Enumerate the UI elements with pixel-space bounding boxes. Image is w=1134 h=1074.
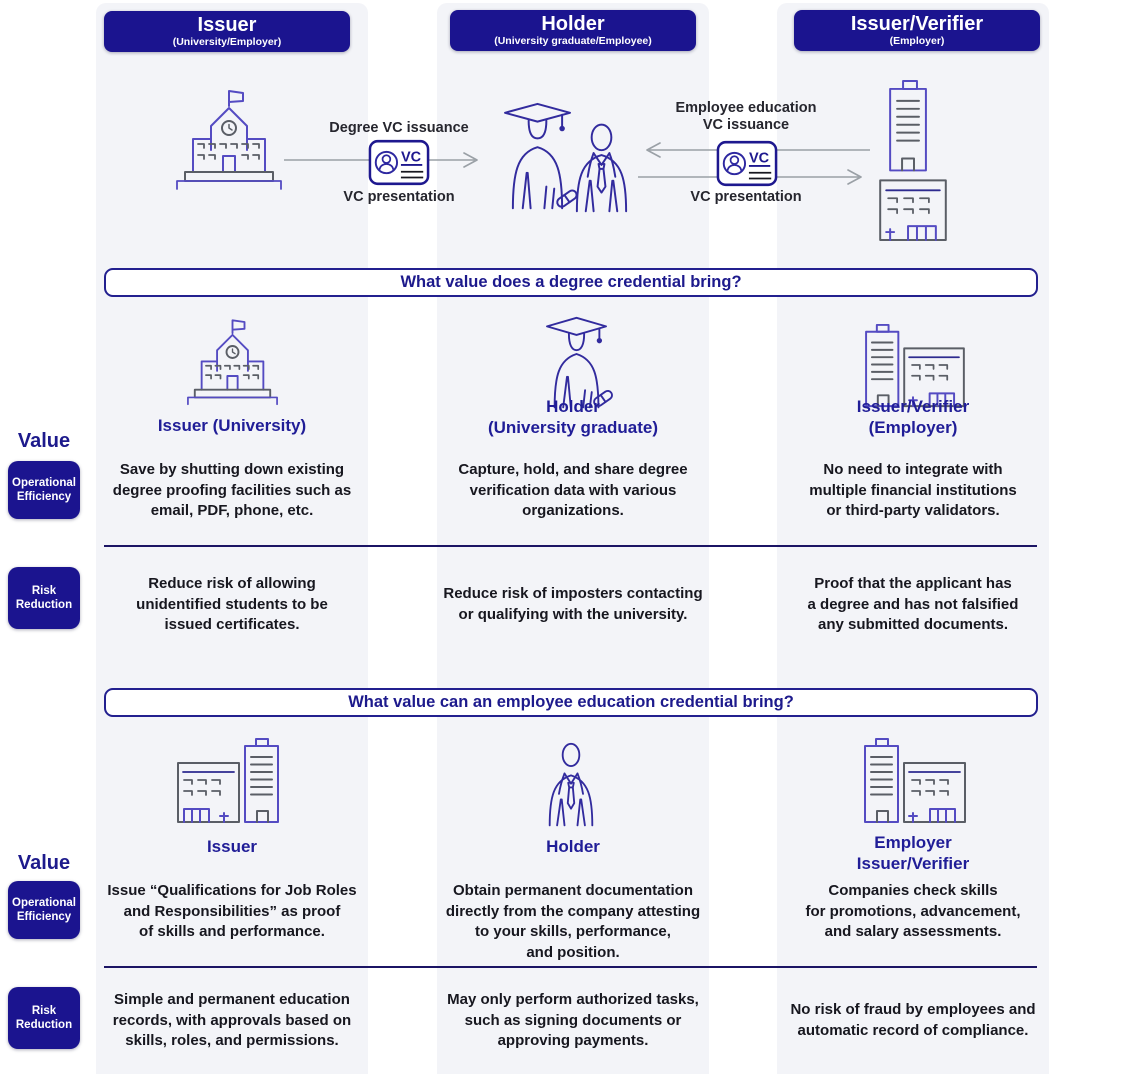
header-subtitle: (Employer) (889, 35, 945, 47)
header-badge-issuer-verifier: Issuer/Verifier (Employer) (794, 10, 1040, 51)
office-buildings-icon (864, 738, 966, 823)
header-subtitle: (University graduate/Employee) (494, 35, 652, 47)
vc-credential-card-icon: VC (716, 140, 778, 187)
risk-reduction-text: Simple and permanent education records, … (112, 991, 352, 1049)
header-title: Issuer (197, 14, 257, 36)
operational-efficiency-text: No need to integrate with multiple finan… (809, 461, 1017, 519)
section-divider (104, 545, 1037, 547)
header-badge-holder: Holder (University graduate/Employee) (450, 10, 696, 51)
column-heading: Issuer/Verifier (Employer) (856, 397, 970, 437)
vc-credential-card-icon: VC (368, 139, 430, 186)
risk-reduction-text: Reduce risk of imposters contacting or q… (443, 585, 703, 623)
operational-efficiency-text: Companies check skills for promotions, a… (805, 882, 1021, 940)
header-title: Holder (541, 13, 605, 35)
vc-card-label: VC (749, 151, 770, 167)
column-panel-holder (437, 3, 709, 1074)
section-banner-employee-education: What value can an employee education cre… (104, 688, 1038, 717)
section-divider (104, 966, 1037, 968)
risk-reduction-badge: Risk Reduction (8, 567, 80, 629)
section-banner-degree: What value does a degree credential brin… (104, 268, 1038, 297)
column-heading: Employer Issuer/Verifier (856, 833, 970, 873)
graduate-icon (546, 316, 613, 409)
operational-efficiency-badge: Operational Efficiency (8, 881, 80, 939)
office-buildings-icon (177, 738, 279, 823)
risk-reduction-text: May only perform authorized tasks, such … (447, 991, 699, 1049)
left-flow-bottom-label: VC presentation (343, 189, 455, 205)
university-icon (176, 90, 282, 190)
column-heading: Holder (546, 837, 600, 856)
vc-card-label: VC (401, 150, 422, 166)
operational-efficiency-text: Issue “Qualifications for Job Roles and … (107, 882, 357, 940)
employee-icon (548, 742, 594, 827)
graduate-and-employee-icon (504, 102, 628, 213)
right-flow-bottom-label: VC presentation (690, 189, 802, 205)
column-heading: Issuer (206, 837, 258, 856)
risk-reduction-text: Reduce risk of allowing unidentified stu… (136, 575, 328, 633)
column-heading: Issuer (University) (157, 416, 307, 435)
risk-reduction-text: Proof that the applicant has a degree an… (807, 575, 1019, 633)
office-buildings-icon (865, 323, 965, 408)
header-badge-issuer: Issuer (University/Employer) (104, 11, 350, 52)
column-heading: Holder (University graduate) (487, 397, 659, 437)
risk-reduction-badge: Risk Reduction (8, 987, 80, 1049)
office-buildings-stack-icon (879, 79, 947, 242)
header-title: Issuer/Verifier (850, 13, 984, 35)
operational-efficiency-text: Obtain permanent documentation directly … (445, 882, 701, 961)
value-label: Value (17, 852, 71, 874)
header-subtitle: (University/Employer) (172, 36, 282, 48)
operational-efficiency-badge: Operational Efficiency (8, 461, 80, 519)
left-flow-top-label: Degree VC issuance (329, 120, 469, 136)
operational-efficiency-text: Save by shutting down existing degree pr… (112, 461, 352, 519)
right-flow-top-label: Employee education VC issuance (675, 100, 817, 133)
operational-efficiency-text: Capture, hold, and share degree verifica… (458, 461, 688, 519)
value-label: Value (17, 430, 71, 452)
university-icon (187, 319, 278, 406)
column-panel-verifier (777, 3, 1049, 1074)
risk-reduction-text: No risk of fraud by employees and automa… (790, 1001, 1036, 1039)
